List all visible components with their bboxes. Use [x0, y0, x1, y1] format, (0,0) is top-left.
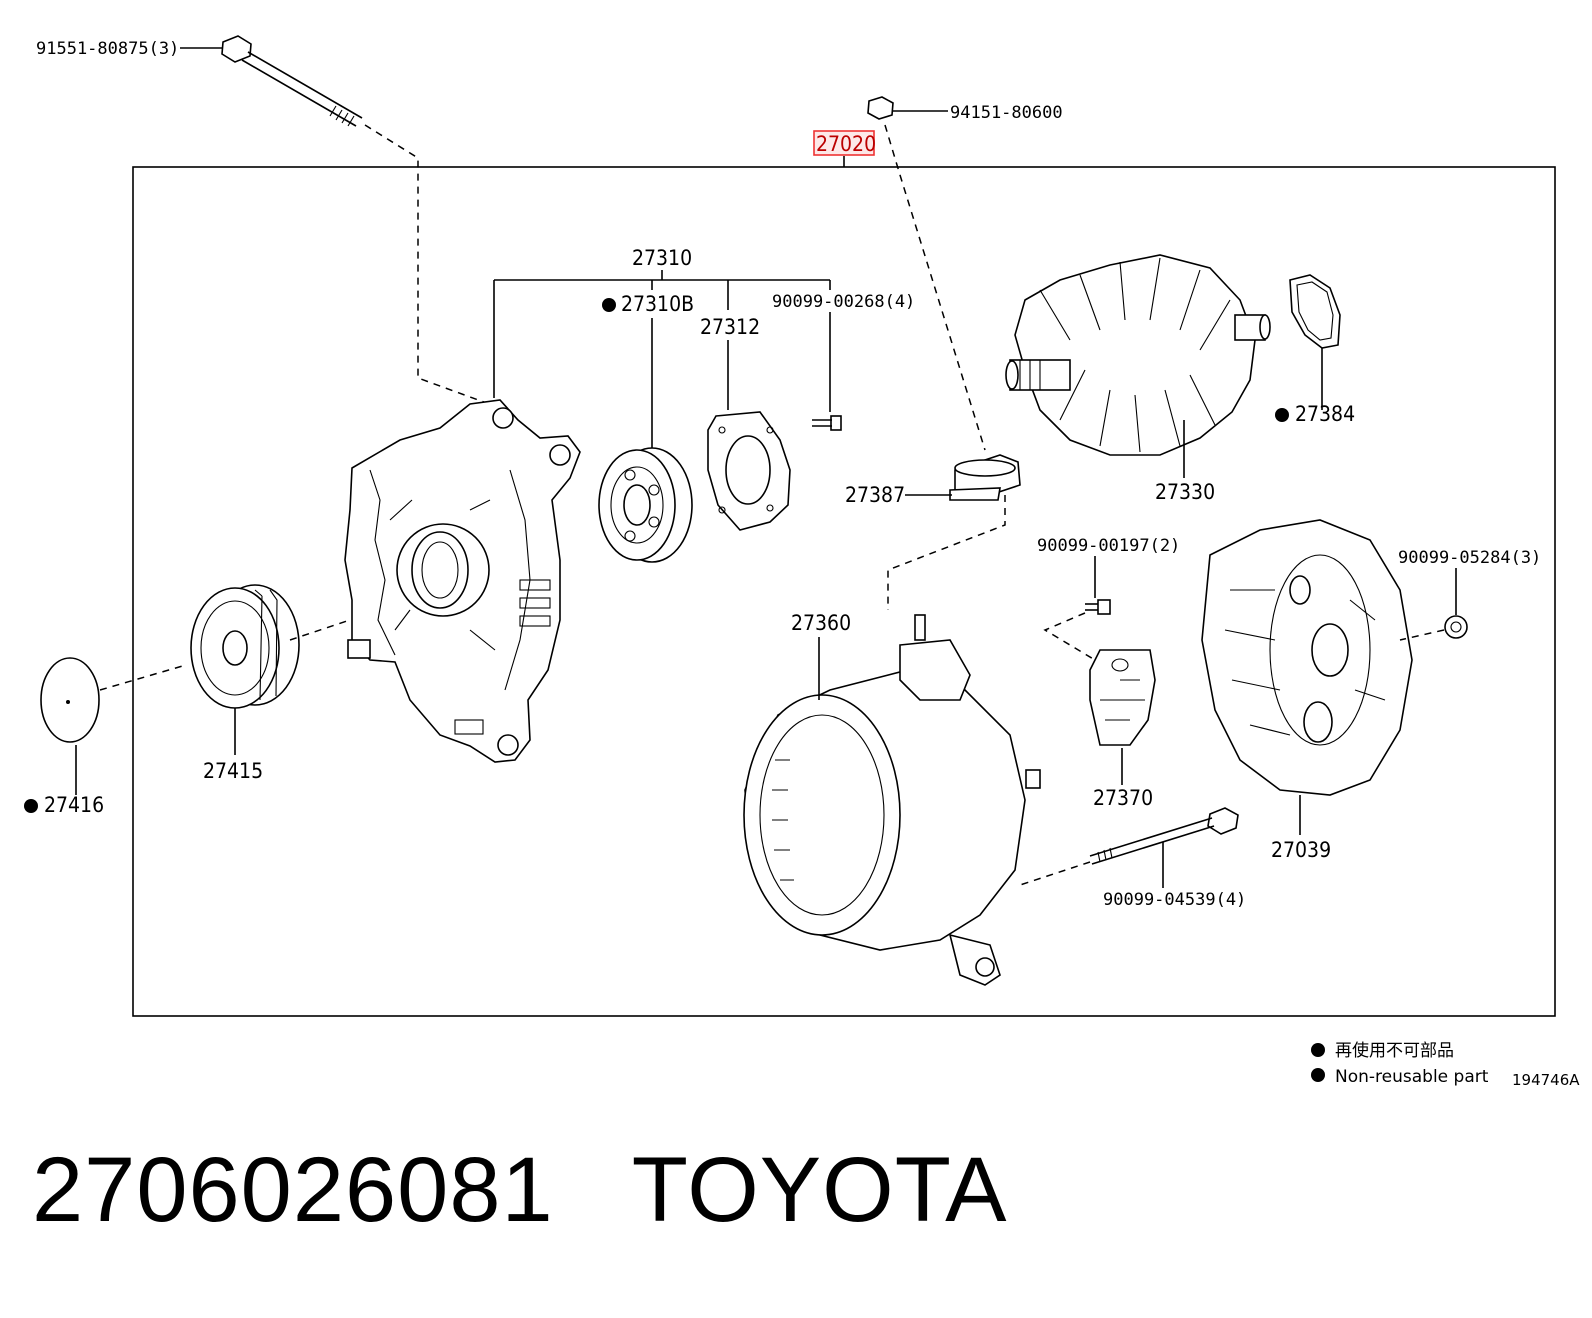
non-reusable-dot-icon: [1275, 408, 1289, 422]
bearing-icon: [598, 447, 693, 563]
callout-rotor: 27330: [1155, 480, 1215, 504]
callout-stator: 27360: [791, 611, 851, 635]
callout-screw-mid: 90099-00197(2): [1037, 536, 1180, 556]
non-reusable-dot-icon: [602, 298, 616, 312]
cap-icon: [40, 657, 100, 743]
callout-nut-top: 94151-80600: [950, 103, 1063, 123]
callout-bearing: 27310B: [621, 292, 694, 316]
retainer-plate-icon: [707, 411, 791, 531]
caption-brand: TOYOTA: [631, 1139, 1008, 1241]
callout-frame-group: 27310: [632, 246, 692, 270]
callout-regulator: 27370: [1093, 786, 1153, 810]
screw-small-icon: [812, 415, 842, 431]
callout-nut-right: 90099-05284(3): [1398, 548, 1541, 568]
callout-cover: 27039: [1271, 838, 1331, 862]
stator-housing-icon: [743, 614, 1041, 986]
callout-brush: 27387: [845, 483, 905, 507]
caption-part-number: 2706026081: [32, 1139, 554, 1241]
rear-cover-icon: [1201, 519, 1413, 796]
legend-line-cn: 再使用不可部品: [1335, 1040, 1454, 1061]
figure-ref: 194746A: [1512, 1071, 1580, 1089]
drive-end-frame-icon: [344, 399, 581, 763]
caption-spacer: [554, 1139, 632, 1241]
seal-ring-icon: [1289, 274, 1341, 349]
callout-retainer: 27312: [700, 315, 760, 339]
screw-mid-icon: [1085, 599, 1111, 615]
callout-screw-small: 90099-00268(4): [772, 292, 915, 312]
callout-bolt-top: 91551-80875(3): [36, 39, 179, 59]
pulley-icon: [190, 584, 300, 709]
rotor-icon: [1005, 254, 1271, 456]
nut-top-icon: [867, 96, 894, 120]
non-reusable-dot-icon: [1311, 1043, 1325, 1057]
legend-line-en: Non-reusable part: [1335, 1067, 1489, 1087]
callout-cap: 27416: [44, 793, 104, 817]
bolt-top-icon: [221, 35, 363, 127]
callout-ring: 27384: [1295, 402, 1355, 426]
callout-assembly[interactable]: 27020: [816, 132, 876, 156]
brush-holder-icon: [949, 454, 1021, 501]
bolt-long-icon: [1089, 807, 1239, 865]
nut-right-icon: [1444, 615, 1468, 639]
voltage-regulator-icon: [1089, 649, 1156, 746]
part-caption: 2706026081 TOYOTA: [32, 1138, 1007, 1243]
non-reusable-dot-icon: [1311, 1068, 1325, 1082]
callout-bolt-long: 90099-04539(4): [1103, 890, 1246, 910]
assembly-highlight: [813, 130, 875, 156]
callout-pulley: 27415: [203, 759, 263, 783]
non-reusable-dot-icon: [24, 799, 38, 813]
